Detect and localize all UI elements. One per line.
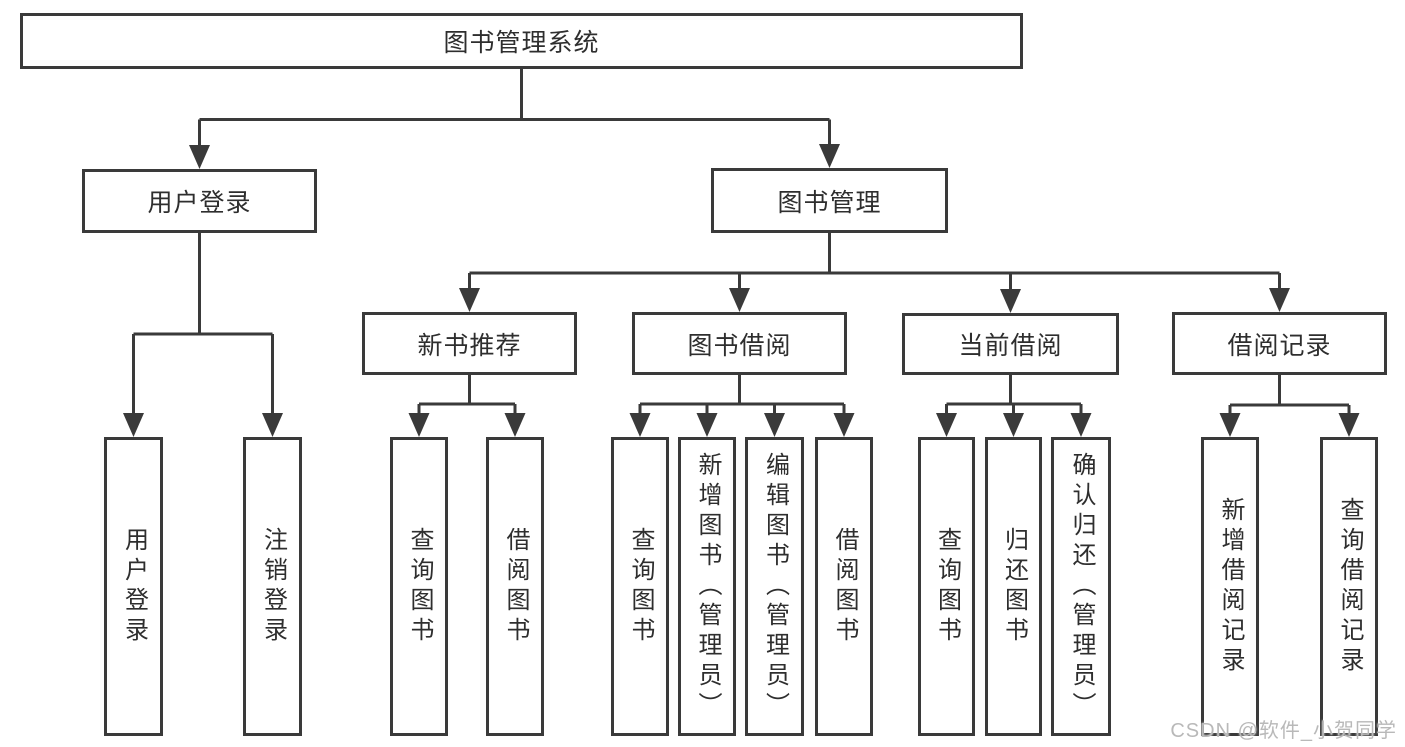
leaf-br-query-record: 查询借阅记录 [1320, 437, 1378, 736]
leaf-logout-label: 注销登录 [259, 526, 287, 647]
leaf-br-add-record-label: 新增借阅记录 [1217, 496, 1244, 677]
leaf-bb-edit-books-admin: 编辑图书（管理员） [745, 437, 804, 736]
leaf-cb-return-books: 归还图书 [985, 437, 1042, 736]
leaf-nbr-borrow-books-label: 借阅图书 [502, 526, 529, 647]
leaf-bb-query-books: 查询图书 [611, 437, 669, 736]
leaf-br-query-record-label: 查询借阅记录 [1336, 496, 1363, 677]
leaf-logout: 注销登录 [243, 437, 302, 736]
node-new-book-recommend-label: 新书推荐 [417, 331, 522, 360]
node-book-management: 图书管理 [711, 168, 948, 233]
leaf-cb-confirm-return-admin: 确认归还（管理员） [1051, 437, 1111, 736]
leaf-nbr-borrow-books: 借阅图书 [486, 437, 544, 736]
node-borrowing-records-label: 借阅记录 [1227, 331, 1332, 360]
leaf-user-login: 用户登录 [104, 437, 163, 736]
node-user-login-label: 用户登录 [147, 189, 252, 217]
node-book-management-label: 图书管理 [777, 188, 882, 217]
node-book-borrowing: 图书借阅 [632, 312, 847, 375]
leaf-bb-borrow-books: 借阅图书 [815, 437, 873, 736]
leaf-cb-query-books: 查询图书 [918, 437, 975, 736]
node-user-login: 用户登录 [82, 169, 317, 233]
node-current-borrowing-label: 当前借阅 [958, 332, 1063, 360]
leaf-user-login-label: 用户登录 [120, 526, 148, 647]
node-library-system: 图书管理系统 [20, 13, 1023, 69]
leaf-nbr-query-books-label: 查询图书 [406, 526, 433, 647]
leaf-br-add-record: 新增借阅记录 [1201, 437, 1259, 736]
leaf-bb-edit-books-admin-label: 编辑图书（管理员） [761, 451, 789, 722]
node-borrowing-records: 借阅记录 [1172, 312, 1387, 375]
leaf-bb-borrow-books-label: 借阅图书 [831, 526, 858, 647]
leaf-bb-query-books-label: 查询图书 [627, 526, 654, 647]
node-current-borrowing: 当前借阅 [902, 313, 1119, 375]
leaf-bb-add-books-admin-label: 新增图书（管理员） [694, 451, 721, 722]
leaf-nbr-query-books: 查询图书 [390, 437, 448, 736]
leaf-cb-return-books-label: 归还图书 [1000, 526, 1028, 647]
node-library-system-label: 图书管理系统 [443, 29, 600, 57]
leaf-cb-confirm-return-admin-label: 确认归还（管理员） [1068, 451, 1095, 722]
node-new-book-recommend: 新书推荐 [362, 312, 577, 375]
watermark: CSDN @软件_小贺同学 [1170, 720, 1397, 742]
node-book-borrowing-label: 图书借阅 [687, 331, 792, 360]
leaf-cb-query-books-label: 查询图书 [933, 526, 961, 647]
leaf-bb-add-books-admin: 新增图书（管理员） [678, 437, 736, 736]
